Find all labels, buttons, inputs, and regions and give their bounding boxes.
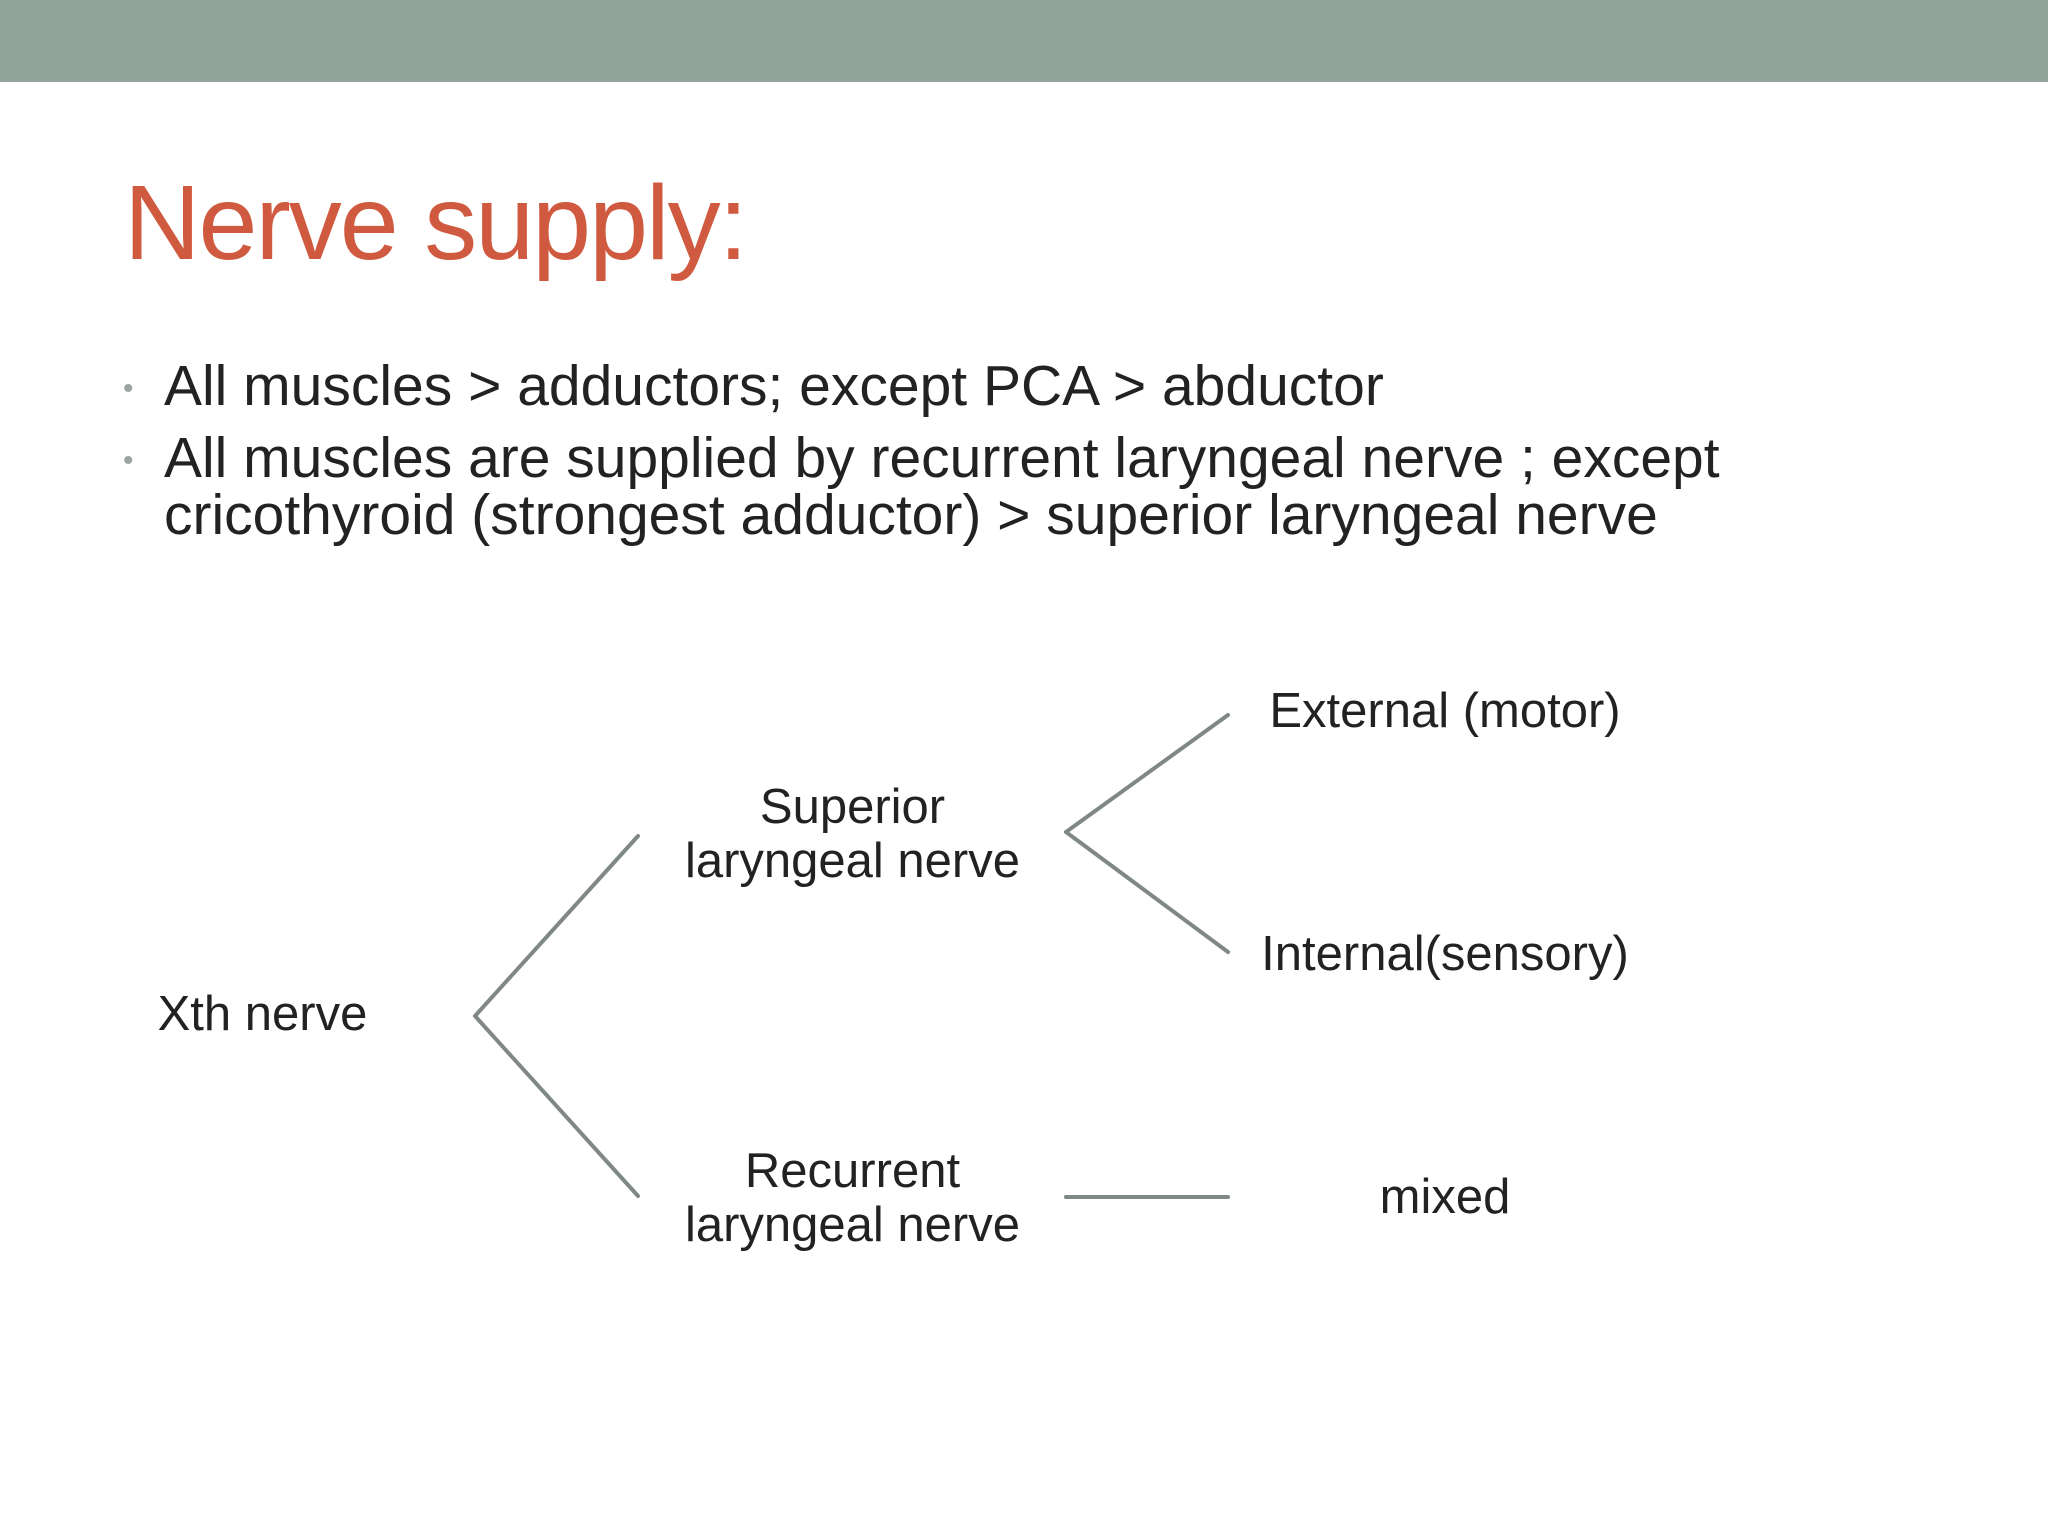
top-banner xyxy=(0,0,2048,82)
node-xth-nerve: Xth nerve xyxy=(157,987,368,1041)
connector-superior-to-external xyxy=(1064,713,1230,834)
node-external-motor: External (motor) xyxy=(1269,684,1621,738)
connector-xth-to-superior xyxy=(473,834,640,1018)
node-superior-laryngeal-nerve: Superior laryngeal nerve xyxy=(684,780,1021,888)
bullet-text: All muscles are supplied by recurrent la… xyxy=(164,426,1720,547)
bullet-item: • All muscles are supplied by recurrent … xyxy=(120,430,1980,544)
bullet-item: • All muscles > adductors; except PCA > … xyxy=(120,358,1980,415)
bullet-text: All muscles > adductors; except PCA > ab… xyxy=(164,354,1384,418)
connector-superior-to-internal xyxy=(1064,830,1230,954)
bullet-dot-icon: • xyxy=(123,372,134,405)
node-recurrent-laryngeal-nerve: Recurrent laryngeal nerve xyxy=(684,1144,1021,1252)
bullet-list: • All muscles > adductors; except PCA > … xyxy=(120,358,1980,559)
slide-title: Nerve supply: xyxy=(124,164,748,282)
bullet-dot-icon: • xyxy=(123,444,134,477)
node-mixed: mixed xyxy=(1379,1170,1511,1224)
connector-xth-to-recurrent xyxy=(473,1014,640,1198)
node-internal-sensory: Internal(sensory) xyxy=(1261,927,1629,981)
